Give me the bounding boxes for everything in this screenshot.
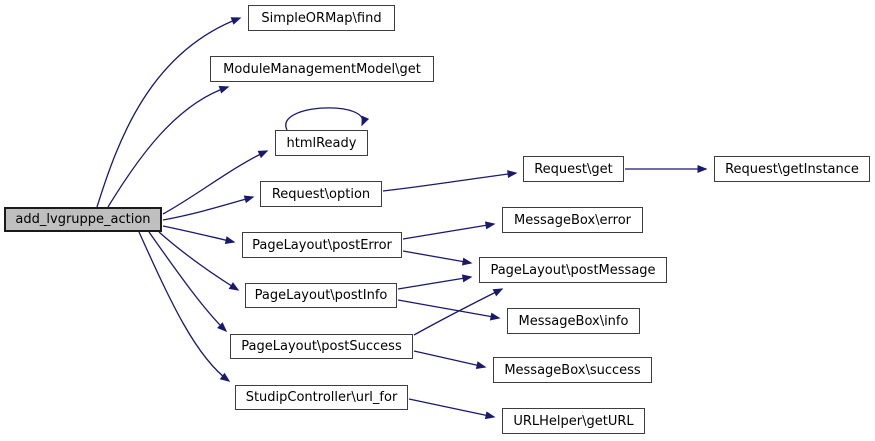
node-htmlready[interactable]: htmlReady [275,130,368,156]
edge-add_lvgruppe_action-to-pagelayout_posterror [162,225,236,245]
node-urlhelper_geturl[interactable]: URLHelper\getURL [502,408,645,434]
edge-add_lvgruppe_action-to-htmlready [162,150,269,215]
edge-add_lvgruppe_action-to-request_option [162,195,255,221]
edge-add_lvgruppe_action-to-modulemanagementmodel_get [107,85,230,208]
node-simpleormap_find[interactable]: SimpleORMap\find [248,5,395,31]
node-pagelayout_posterror[interactable]: PageLayout\postError [242,232,402,258]
node-label: PageLayout\postMessage [490,262,656,278]
node-request_option[interactable]: Request\option [260,181,382,207]
node-label: ModuleManagementModel\get [223,61,421,77]
edge-pagelayout_postinfo-to-messagebox_info [397,299,501,321]
node-label: StudipController\url_for [245,390,398,405]
node-modulemanagementmodel_get[interactable]: ModuleManagementModel\get [210,56,434,82]
node-label: add_lvgruppe_action [15,212,151,227]
node-label: htmlReady [286,135,357,151]
node-pagelayout_postsuccess[interactable]: PageLayout\postSuccess [230,334,413,359]
edge-add_lvgruppe_action-to-studipcontroller_url_for [138,231,231,382]
node-label: MessageBox\success [504,362,641,378]
node-label: Request\get [534,161,613,177]
edge-add_lvgruppe_action-to-pagelayout_postinfo [158,231,240,291]
edge-pagelayout_posterror-to-pagelayout_postmessage [402,250,473,266]
node-label: Request\getInstance [725,161,859,177]
edge-add_lvgruppe_action-to-simpleormap_find [96,17,242,208]
edge-studipcontroller_url_for-to-urlhelper_geturl [408,398,496,420]
edge-pagelayout_postinfo-to-pagelayout_postmessage [397,274,473,290]
node-pagelayout_postinfo[interactable]: PageLayout\postInfo [245,283,397,308]
node-studipcontroller_url_for[interactable]: StudipController\url_for [235,385,408,410]
node-label: PageLayout\postError [252,237,392,253]
node-label: PageLayout\postSuccess [241,339,402,354]
node-messagebox_success[interactable]: MessageBox\success [493,357,652,383]
node-label: PageLayout\postInfo [254,288,388,303]
node-label: MessageBox\info [518,313,629,329]
node-request_getinstance[interactable]: Request\getInstance [714,156,870,182]
node-label: MessageBox\error [514,212,631,228]
edges-group [96,17,708,420]
edge-pagelayout_postsuccess-to-pagelayout_postmessage [413,288,504,336]
node-messagebox_info[interactable]: MessageBox\info [507,308,640,334]
node-label: SimpleORMap\find [261,10,382,26]
node-label: Request\option [271,186,371,202]
node-label: URLHelper\getURL [513,413,634,429]
edge-pagelayout_posterror-to-messagebox_error [402,221,496,240]
edge-request_option-to-request_get [382,170,518,192]
node-pagelayout_postmessage[interactable]: PageLayout\postMessage [479,257,667,283]
node-add_lvgruppe_action[interactable]: add_lvgruppe_action [4,207,162,232]
node-messagebox_error[interactable]: MessageBox\error [502,207,643,233]
edge-htmlready-to-htmlready [285,107,370,131]
edge-pagelayout_postsuccess-to-messagebox_success [413,350,487,370]
node-request_get[interactable]: Request\get [523,156,624,182]
edge-add_lvgruppe_action-to-pagelayout_postsuccess [148,231,228,333]
